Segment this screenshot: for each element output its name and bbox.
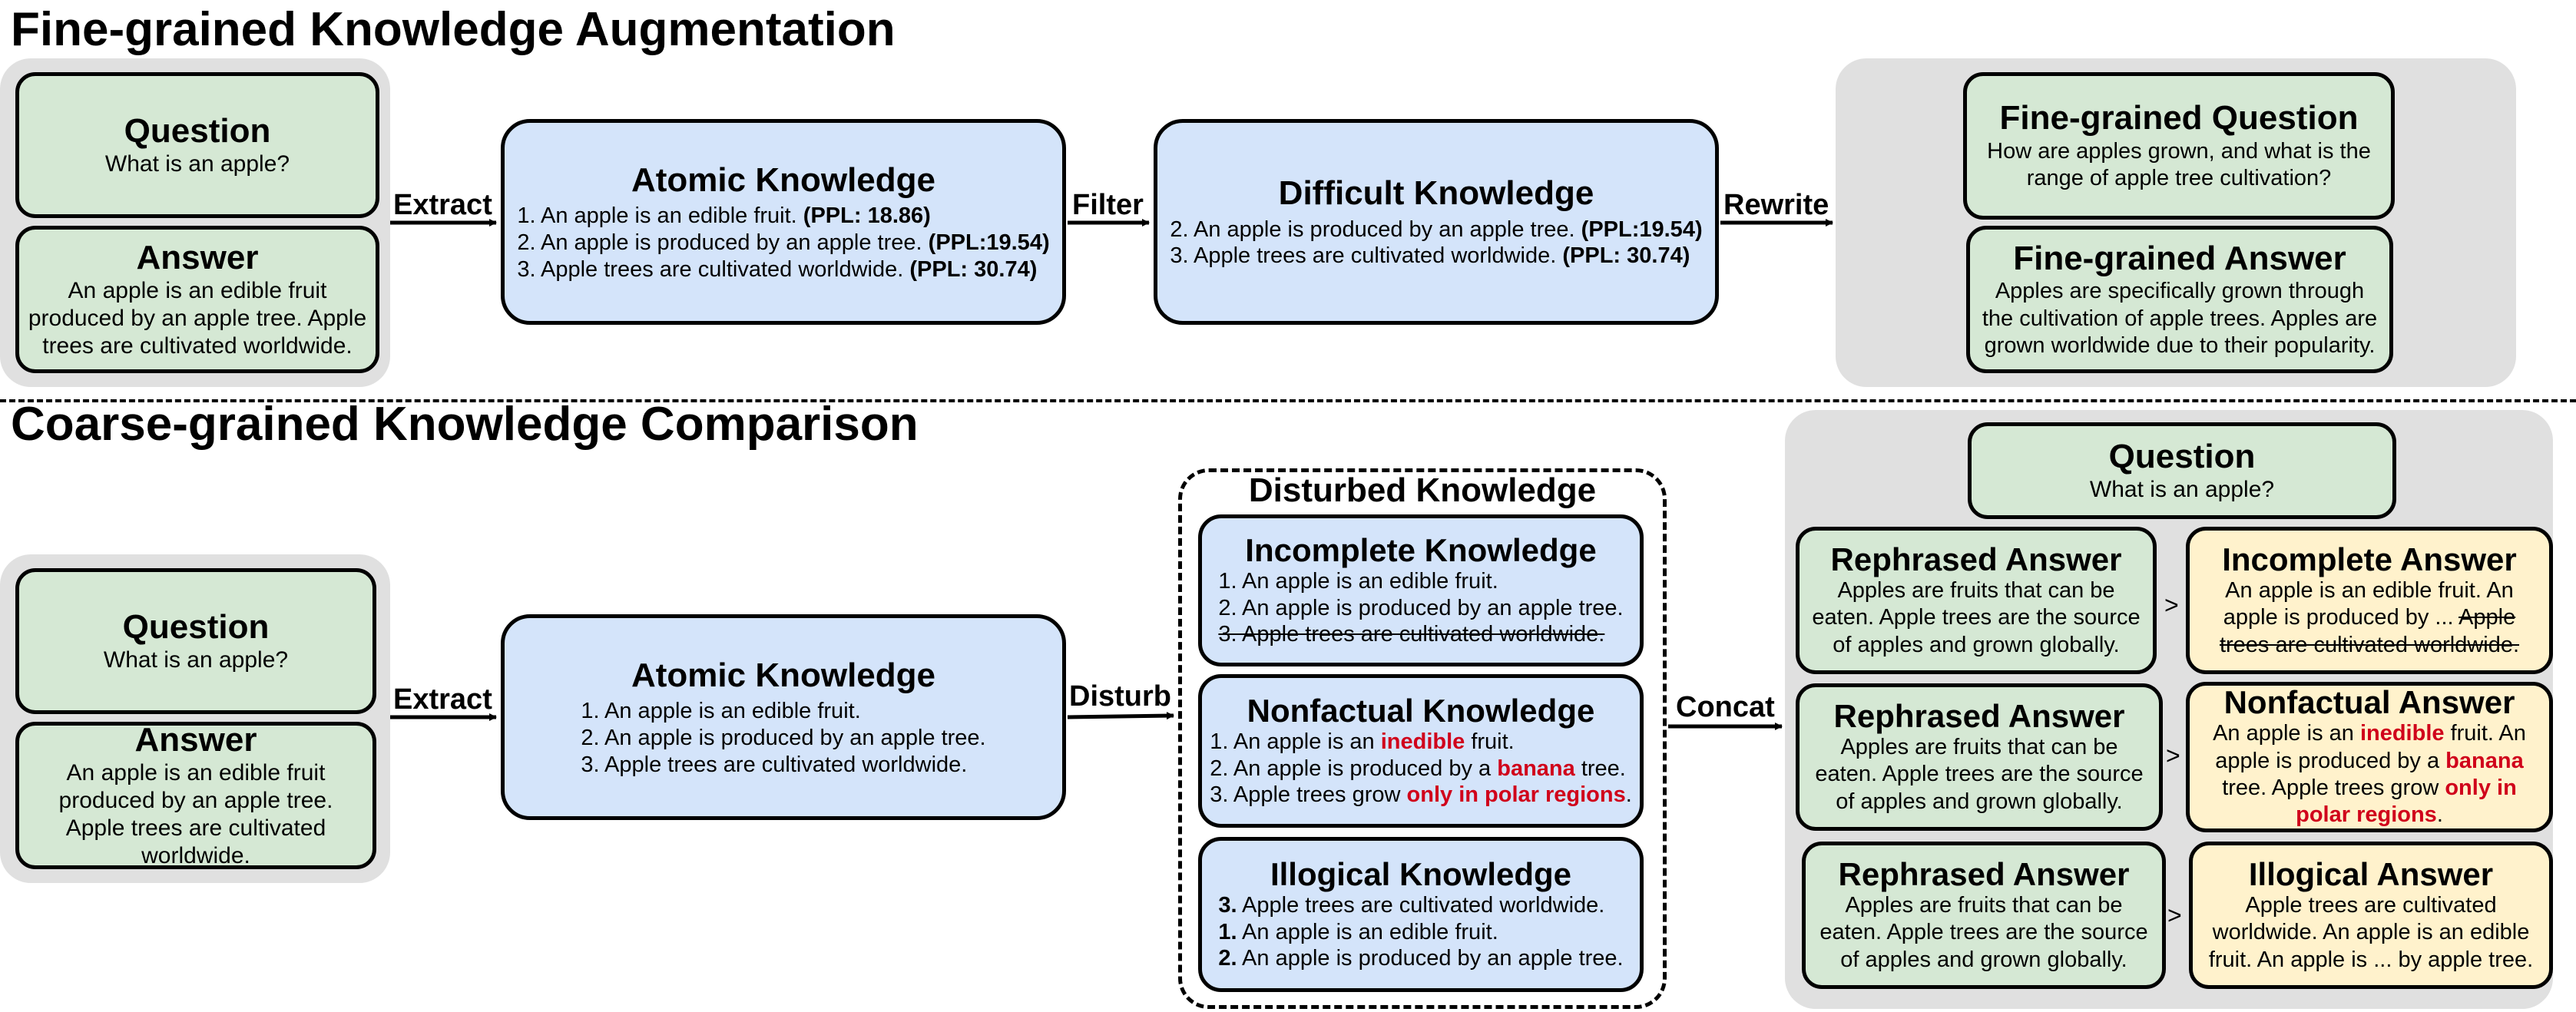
comparison-question-box: Question What is an apple? — [1968, 422, 2396, 519]
incomplete-knowledge-title: Incomplete Knowledge — [1245, 531, 1597, 568]
fg-answer-title: Fine-grained Answer — [2013, 239, 2346, 277]
nonfactual-answer-box: Nonfactual Answer An apple is an inedibl… — [2186, 682, 2553, 832]
top-difficult-knowledge-box: Difficult Knowledge 2. An apple is produ… — [1154, 119, 1719, 325]
bottom-question-text: What is an apple? — [103, 647, 289, 673]
nonfactual-knowledge-item: 1. An apple is an inedible fruit. — [1210, 729, 1515, 754]
top-answer-text: An apple is an edible fruit produced by … — [28, 278, 367, 359]
greater-than-sign: > — [2164, 591, 2179, 619]
rephrased-answer-title: Rephrased Answer — [1830, 541, 2122, 577]
rephrased-answer-box: Rephrased Answer Apples are fruits that … — [1802, 842, 2166, 989]
illogical-knowledge-item: 1. An apple is an edible fruit. — [1218, 919, 1498, 944]
bottom-answer-title: Answer — [134, 720, 257, 759]
rephrased-answer-box: Rephrased Answer Apples are fruits that … — [1796, 527, 2157, 674]
bottom-question-title: Question — [122, 607, 270, 646]
section-divider — [0, 399, 2576, 402]
illogical-knowledge-item: 2. An apple is produced by an apple tree… — [1218, 946, 1624, 971]
top-extract-label: Extract — [393, 189, 492, 221]
illogical-knowledge-title: Illogical Knowledge — [1270, 855, 1572, 892]
incomplete-knowledge-item: 2. An apple is produced by an apple tree… — [1218, 595, 1624, 620]
top-difficult-title: Difficult Knowledge — [1278, 174, 1594, 212]
bottom-atomic-knowledge-box: Atomic Knowledge 1. An apple is an edibl… — [501, 614, 1066, 820]
bottom-atomic-item: 2. An apple is produced by an apple tree… — [581, 725, 986, 750]
fg-question-text: How are apples grown, and what is the ra… — [1987, 138, 2371, 191]
incomplete-knowledge-struck-item: 3. Apple trees are cultivated worldwide. — [1218, 622, 1605, 647]
concat-label: Concat — [1676, 691, 1775, 723]
top-answer-box: Answer An apple is an edible fruit produ… — [15, 226, 379, 373]
top-rewrite-label: Rewrite — [1723, 189, 1829, 221]
comparison-question-title: Question — [2108, 437, 2256, 475]
greater-than-sign: > — [2167, 901, 2182, 929]
incomplete-knowledge-item: 1. An apple is an edible fruit. — [1218, 568, 1498, 594]
top-atomic-title: Atomic Knowledge — [631, 160, 936, 199]
top-atomic-list: 1. An apple is an edible fruit. (PPL: 18… — [517, 203, 1049, 283]
incomplete-answer-box: Incomplete Answer An apple is an edible … — [2186, 527, 2553, 674]
fine-grained-answer-box: Fine-grained Answer Apples are specifica… — [1966, 226, 2393, 373]
bottom-section-heading: Coarse-grained Knowledge Comparison — [11, 398, 919, 451]
rephrased-answer-text: Apples are fruits that can be eaten. App… — [1815, 735, 2144, 814]
rephrased-answer-box: Rephrased Answer Apples are fruits that … — [1796, 683, 2163, 831]
top-question-title: Question — [124, 111, 271, 150]
nonfactual-knowledge-item: 2. An apple is produced by a banana tree… — [1210, 756, 1626, 781]
top-question-text: What is an apple? — [104, 151, 290, 177]
fg-answer-text: Apples are specifically grown through th… — [1982, 279, 2378, 358]
illogical-knowledge-list: 3. Apple trees are cultivated worldwide.… — [1218, 892, 1623, 972]
top-atomic-item: 1. An apple is an edible fruit. (PPL: 18… — [517, 203, 931, 229]
top-difficult-item: 3. Apple trees are cultivated worldwide.… — [1170, 243, 1690, 269]
illogical-answer-box: Illogical Answer Apple trees are cultiva… — [2189, 842, 2553, 989]
incomplete-answer-title: Incomplete Answer — [2222, 541, 2517, 577]
bottom-atomic-title: Atomic Knowledge — [631, 656, 936, 694]
top-filter-label: Filter — [1072, 189, 1144, 221]
nonfactual-knowledge-list: 1. An apple is an inedible fruit. 2. An … — [1210, 729, 1632, 809]
nonfactual-answer-text: An apple is an inedible fruit. An apple … — [2213, 721, 2526, 828]
nonfactual-knowledge-item: 3. Apple trees grow only in polar region… — [1210, 782, 1632, 808]
nonfactual-knowledge-title: Nonfactual Knowledge — [1247, 692, 1595, 729]
bottom-extract-label: Extract — [393, 683, 492, 716]
greater-than-sign: > — [2166, 742, 2180, 769]
fg-question-title: Fine-grained Question — [1999, 99, 2359, 137]
rephrased-answer-text: Apples are fruits that can be eaten. App… — [1819, 893, 2148, 972]
incomplete-knowledge-box: Incomplete Knowledge 1. An apple is an e… — [1198, 514, 1644, 666]
top-atomic-item: 3. Apple trees are cultivated worldwide.… — [517, 256, 1038, 282]
disturbed-knowledge-group — [1178, 468, 1667, 1009]
rephrased-answer-title: Rephrased Answer — [1838, 855, 2130, 892]
bottom-atomic-item: 1. An apple is an edible fruit. — [581, 699, 861, 724]
top-answer-title: Answer — [136, 238, 259, 276]
top-question-box: Question What is an apple? — [15, 72, 379, 218]
top-section-heading: Fine-grained Knowledge Augmentation — [11, 3, 896, 56]
nonfactual-knowledge-box: Nonfactual Knowledge 1. An apple is an i… — [1198, 674, 1644, 828]
bottom-atomic-item: 3. Apple trees are cultivated worldwide. — [581, 752, 968, 777]
disturbed-knowledge-title: Disturbed Knowledge — [1248, 471, 1597, 509]
top-difficult-item: 2. An apple is produced by an apple tree… — [1170, 217, 1703, 242]
incomplete-answer-text: An apple is an edible fruit. An apple is… — [2219, 578, 2520, 657]
bottom-answer-box: Answer An apple is an edible fruit produ… — [15, 720, 376, 869]
top-atomic-knowledge-box: Atomic Knowledge 1. An apple is an edibl… — [501, 119, 1066, 325]
fine-grained-question-box: Fine-grained Question How are apples gro… — [1963, 72, 2395, 220]
top-atomic-item: 2. An apple is produced by an apple tree… — [517, 230, 1050, 255]
illogical-answer-text: Apple trees are cultivated worldwide. An… — [2208, 893, 2534, 972]
illogical-knowledge-item: 3. Apple trees are cultivated worldwide. — [1218, 892, 1605, 918]
bottom-answer-text: An apple is an edible fruit produced by … — [58, 760, 333, 869]
illogical-answer-title: Illogical Answer — [2248, 855, 2494, 892]
illogical-knowledge-box: Illogical Knowledge 3. Apple trees are c… — [1198, 837, 1644, 992]
bottom-atomic-list: 1. An apple is an edible fruit. 2. An ap… — [581, 698, 985, 778]
rephrased-answer-text: Apples are fruits that can be eaten. App… — [1812, 578, 2141, 657]
nonfactual-answer-title: Nonfactual Answer — [2223, 684, 2515, 721]
comparison-question-text: What is an apple? — [2089, 477, 2275, 503]
bottom-question-box: Question What is an apple? — [15, 568, 376, 714]
top-difficult-list: 2. An apple is produced by an apple tree… — [1170, 217, 1702, 270]
incomplete-knowledge-list: 1. An apple is an edible fruit. 2. An ap… — [1218, 568, 1623, 648]
rephrased-answer-title: Rephrased Answer — [1833, 697, 2125, 734]
arrow-disturb — [1067, 712, 1174, 720]
disturb-label: Disturb — [1069, 680, 1171, 713]
